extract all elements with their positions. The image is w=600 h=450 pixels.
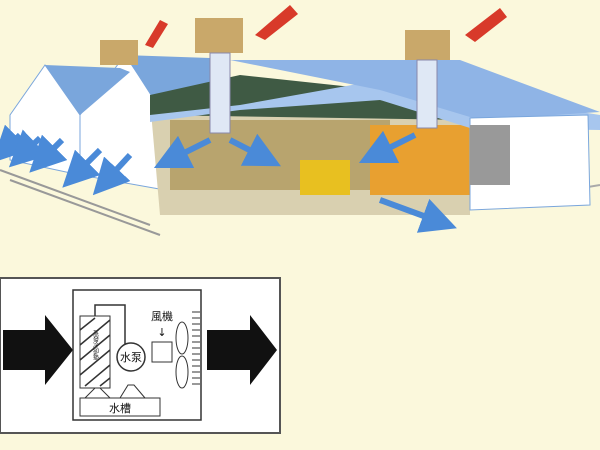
pump-label: 水泵 xyxy=(120,351,142,364)
grille xyxy=(192,311,200,385)
fan-blade xyxy=(175,355,189,389)
evaporative-coolers xyxy=(100,18,450,134)
cool-air-arrows xyxy=(0,124,457,233)
fan-blade xyxy=(175,321,189,355)
cooling-pad xyxy=(79,315,111,389)
cooler-schematic: 蒸發冷卻墊 水泵 風機 ↓ 水槽 xyxy=(0,277,281,434)
fan-label: 風機 xyxy=(151,309,173,323)
hot-air-arrows xyxy=(145,5,507,48)
down-arrow-icon: ↓ xyxy=(157,326,166,339)
fan-motor xyxy=(151,341,173,363)
outlet-arrow xyxy=(207,315,277,385)
inlet-arrow xyxy=(3,315,73,385)
tank-label: 水槽 xyxy=(109,402,131,415)
pad-label: 蒸發冷卻墊 xyxy=(92,329,99,360)
factory-building-right xyxy=(469,114,591,211)
pump xyxy=(116,342,146,372)
